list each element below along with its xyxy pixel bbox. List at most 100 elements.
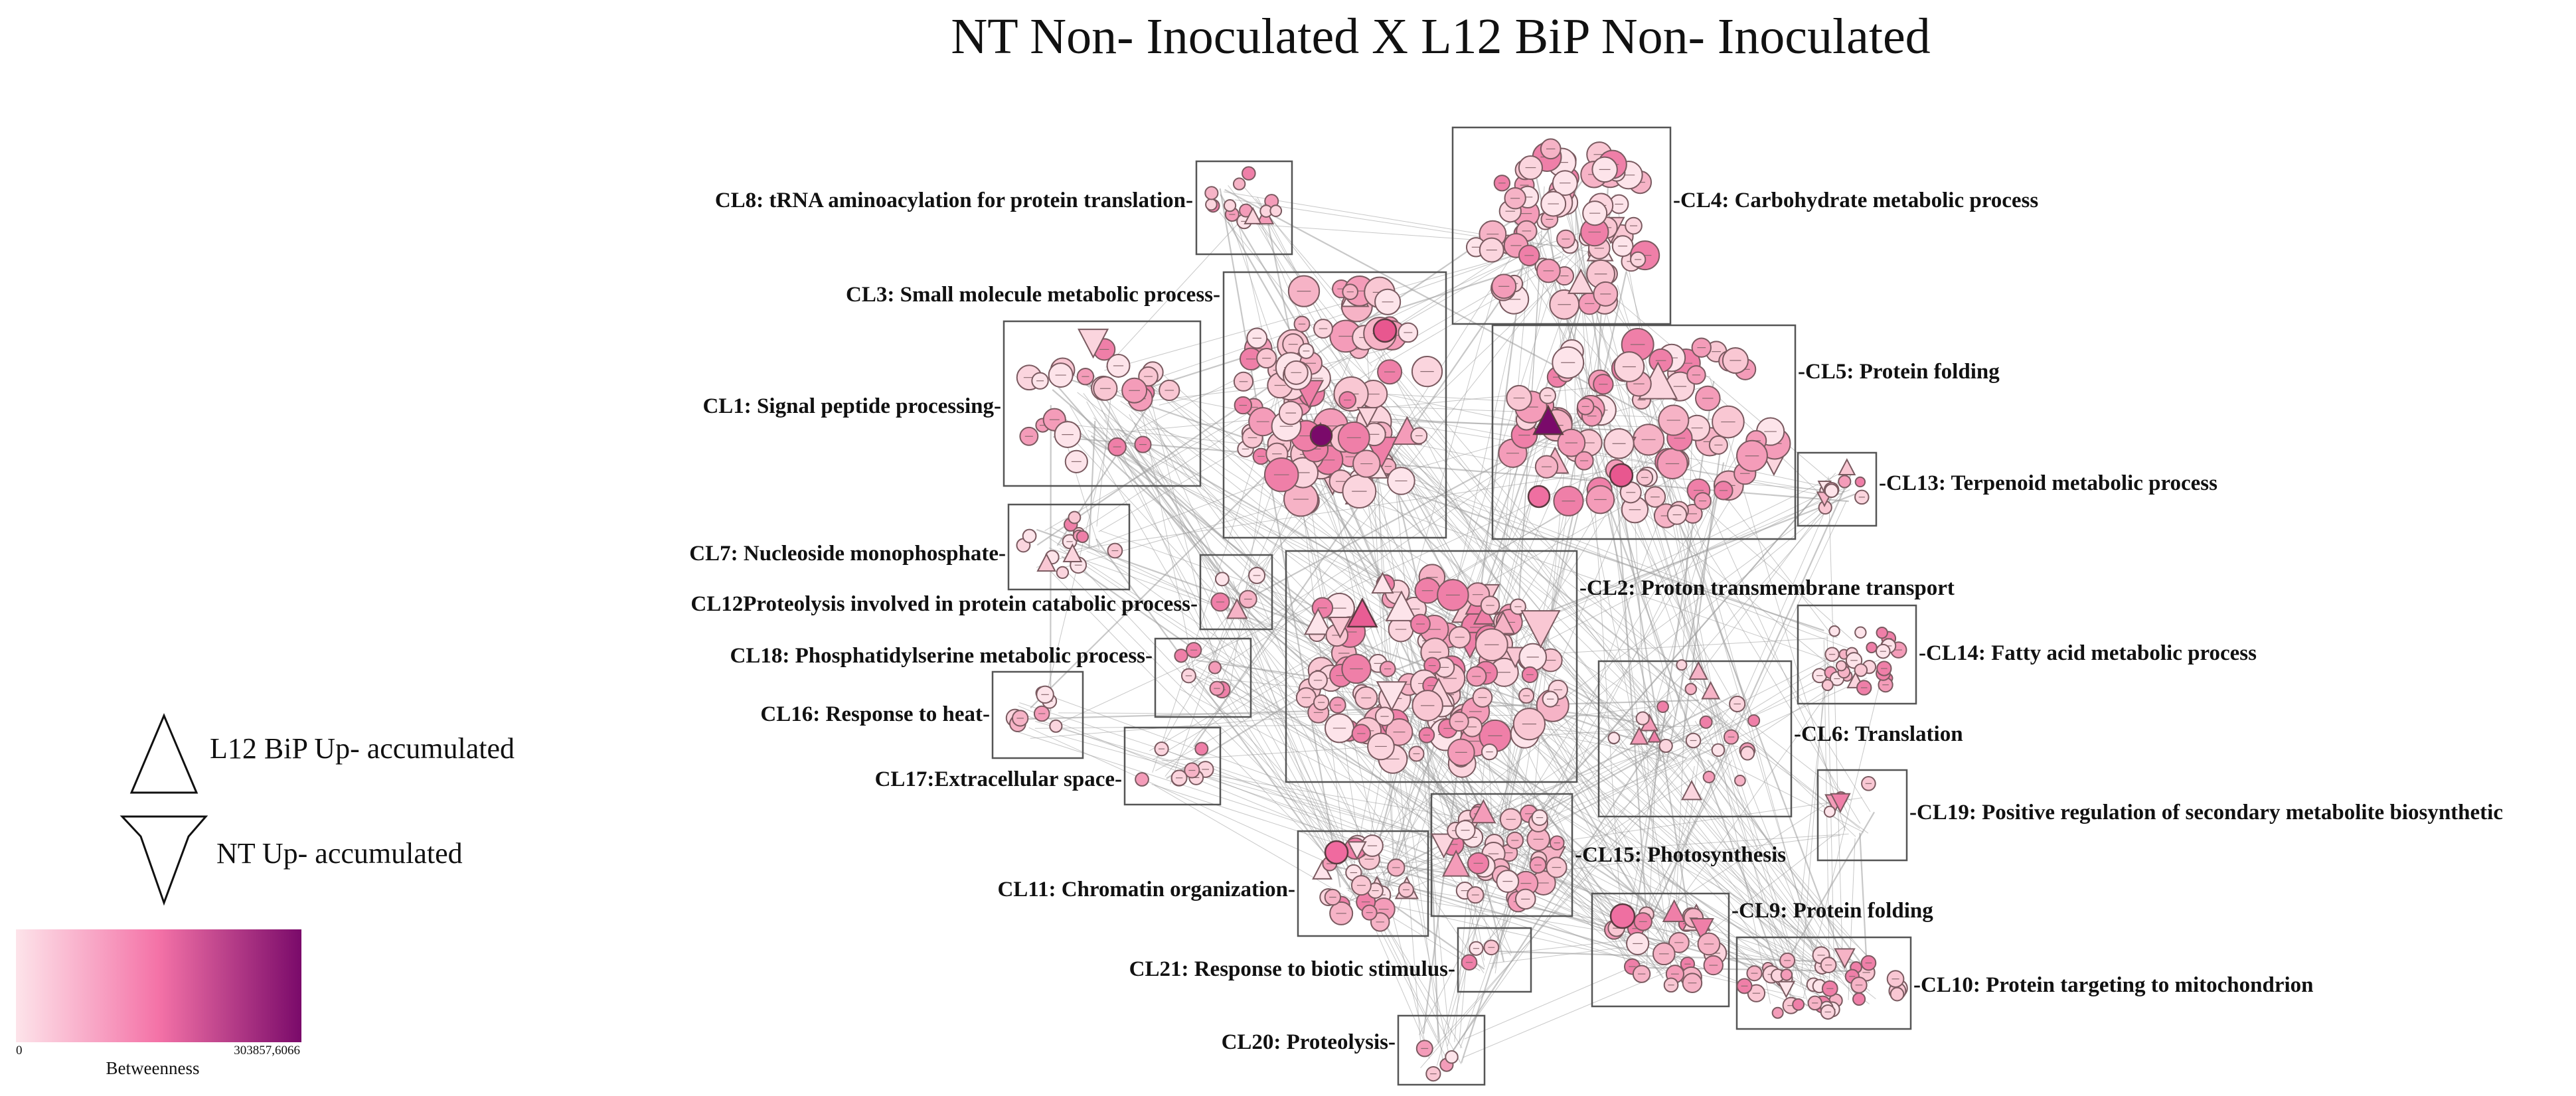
protein-node — [1208, 661, 1222, 674]
network-edge — [1373, 901, 1806, 999]
down-triangle-legend-icon — [120, 815, 208, 906]
network-edge — [1346, 412, 1852, 801]
cluster-label-cl8: CL8: tRNA aminoacylation for protein tra… — [715, 189, 1193, 212]
network-edge — [1238, 592, 1356, 872]
cluster-box-cl4 — [1451, 126, 1672, 325]
nt-accumulated-node — [1520, 610, 1561, 649]
network-edge — [1257, 196, 1642, 927]
network-edge — [1222, 353, 1352, 680]
nt-accumulated-node — [1356, 407, 1379, 428]
network-edge — [1014, 730, 1486, 883]
protein-node — [1780, 969, 1793, 981]
protein-node — [1242, 166, 1256, 181]
up-accumulated-node — [1471, 799, 1496, 824]
protein-node — [1658, 738, 1673, 753]
cluster-labels: CL8: tRNA aminoacylation for protein tra… — [689, 189, 2503, 1054]
network-nodes — [1005, 138, 1908, 1082]
cluster-label-cl19: -CL19: Positive regulation of secondary … — [1909, 801, 2503, 824]
up-triangle-legend-icon — [129, 713, 199, 794]
network-edge — [1432, 720, 1729, 1050]
network-edge — [1127, 394, 1475, 866]
nt-accumulated-node — [1347, 841, 1367, 860]
nt-accumulated-node — [1328, 616, 1352, 639]
network-edge — [1463, 971, 1669, 1058]
protein-node — [1022, 528, 1037, 544]
high-betweenness-node — [1609, 903, 1636, 929]
nt-accumulated-node — [1830, 793, 1851, 813]
cluster-label-cl3: CL3: Small molecule metabolic process- — [846, 283, 1220, 307]
network-edge — [1131, 410, 1650, 947]
cluster-label-cl4: -CL4: Carbohydrate metabolic process — [1673, 189, 2038, 212]
protein-node — [1740, 745, 1755, 761]
network-edge — [1034, 724, 1378, 729]
protein-node — [1214, 572, 1230, 587]
protein-node — [1821, 679, 1834, 692]
network-edge — [1645, 706, 1659, 979]
cluster-label-cl7: CL7: Nucleoside monophosphate- — [689, 542, 1006, 566]
network-edge — [1364, 424, 1826, 967]
network-edge — [1145, 382, 1652, 708]
network-edge — [1335, 865, 1643, 955]
network-edge — [1219, 212, 1653, 750]
scale-min-label: 0 — [16, 1044, 23, 1057]
cluster-label-cl9: -CL9: Protein folding — [1731, 899, 1933, 923]
network-edge — [1441, 692, 1709, 1066]
cluster-label-cl13: -CL13: Terpenoid metabolic process — [1879, 471, 2217, 495]
network-edge — [1063, 376, 1824, 631]
cluster-box-cl7 — [1007, 503, 1131, 591]
high-betweenness-node — [1609, 463, 1634, 488]
cluster-box-cl2 — [1285, 550, 1578, 783]
protein-node — [1835, 660, 1847, 672]
network-edge — [1666, 462, 1725, 762]
network-edge — [1803, 674, 1883, 998]
protein-node — [1135, 772, 1149, 787]
cluster-box-cl8 — [1195, 160, 1293, 256]
network-edge — [1102, 379, 1876, 1000]
network-edge — [1500, 268, 1541, 882]
cluster-label-cl11: CL11: Chromatin organization- — [997, 878, 1295, 901]
cluster-label-cl10: -CL10: Protein targeting to mitochondrio… — [1913, 973, 2314, 997]
protein-node — [1852, 992, 1866, 1006]
up-accumulated-node — [1662, 899, 1686, 922]
protein-node — [1890, 986, 1905, 1002]
network-edge — [1386, 248, 1532, 894]
cluster-label-cl16: CL16: Response to heat- — [760, 702, 990, 726]
network-edge — [1789, 664, 1828, 1002]
high-betweenness-up-node — [1346, 597, 1378, 628]
up-accumulated-node — [1647, 728, 1662, 743]
network-edge — [1017, 705, 1664, 971]
nt-accumulated-node — [1430, 833, 1457, 859]
cluster-box-cl1 — [1003, 320, 1202, 487]
network-edge — [1362, 424, 1710, 767]
up-accumulated-node — [1567, 268, 1595, 294]
network-edge — [1224, 189, 1718, 453]
high-betweenness-node — [1527, 485, 1551, 509]
protein-node — [1194, 742, 1209, 756]
network-edge — [1574, 424, 1743, 719]
cluster-label-cl1: CL1: Signal peptide processing- — [702, 394, 1001, 418]
network-edge — [1660, 475, 1859, 1000]
cluster-box-cl16 — [991, 670, 1084, 759]
network-edge — [1339, 652, 1840, 907]
protein-node — [1702, 770, 1716, 783]
nt-accumulated-node — [1078, 329, 1109, 359]
cluster-box-cl13 — [1797, 451, 1878, 527]
cluster-box-cl6 — [1597, 660, 1793, 818]
network-edge — [1064, 465, 1643, 552]
network-edge — [1859, 832, 1868, 967]
protein-node — [1607, 732, 1621, 745]
protein-node — [1068, 510, 1082, 524]
network-edge — [1655, 664, 1849, 935]
protein-node — [1684, 682, 1698, 696]
cluster-label-cl6: -CL6: Translation — [1794, 722, 1963, 746]
network-edge — [1655, 494, 1835, 734]
protein-node — [1223, 199, 1237, 212]
protein-node — [1747, 714, 1761, 728]
nt-accumulated-node — [1376, 681, 1408, 712]
network-edge — [1088, 421, 1096, 548]
cluster-box-cl18 — [1154, 637, 1252, 718]
protein-node — [1269, 204, 1283, 218]
network-edge — [1464, 961, 1646, 1040]
network-edge — [1574, 194, 1622, 917]
network-edge — [1443, 478, 1587, 1034]
